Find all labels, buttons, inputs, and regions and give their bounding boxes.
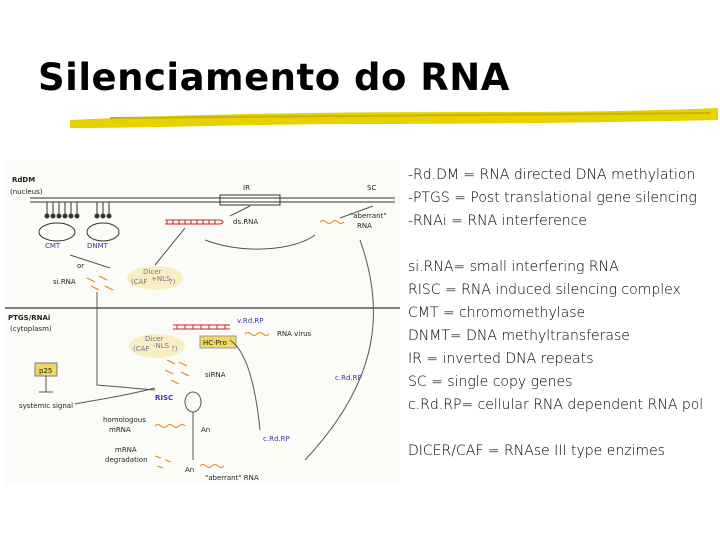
definition-line: CMT = chromomethylase — [408, 302, 718, 325]
crdrp-label-1: c.Rd.RP — [335, 374, 362, 382]
aberrant-rna-bottom: "aberrant" RNA — [205, 474, 259, 482]
definition-line: c.Rd.RP= cellular RNA dependent RNA pol — [408, 394, 718, 417]
dnmt-label: DNMT — [87, 242, 109, 250]
homologous-label-2: mRNA — [109, 426, 131, 434]
sirna-label-1: si.RNA — [53, 278, 76, 286]
arrow-aberrant-loop — [305, 240, 374, 460]
definition-line: RISC = RNA induced silencing complex — [408, 279, 718, 302]
title-underline — [70, 100, 720, 134]
definition-line: DNMT= DNA methyltransferase — [408, 325, 718, 348]
sc-label: SC — [367, 184, 376, 192]
aberrant-label-2: RNA — [357, 222, 372, 230]
homologous-label-1: homologous — [103, 416, 146, 424]
risc-label: RISC — [155, 394, 173, 402]
aberrant-label-1: "aberrant" — [350, 212, 387, 220]
an-label-1: An — [201, 426, 210, 434]
dicer-nucleus-blob — [127, 266, 183, 290]
rna-virus-label: RNA virus — [277, 330, 312, 338]
definition-line: DICER/CAF = RNAse III type enzimes — [408, 440, 718, 463]
sirna-label-2: siRNA — [205, 371, 226, 379]
homologous-mrna — [155, 425, 185, 428]
rna-virus-squiggle — [245, 333, 269, 336]
definition-line: SC = single copy genes — [408, 371, 718, 394]
hcpro-label: HC-Pro — [203, 339, 227, 347]
definition-line: IR = inverted DNA repeats — [408, 348, 718, 371]
cytoplasm-label: (cytoplasm) — [10, 325, 52, 333]
definition-line: -PTGS = Post translational gene silencin… — [408, 187, 718, 210]
sirna-fragments-2 — [165, 360, 189, 384]
arrow-aberrant-to-dsrna — [205, 235, 315, 249]
methylation-marks — [45, 202, 111, 218]
arrow-dsrna-to-dicer — [155, 228, 185, 265]
dicer-cytoplasm-blob — [129, 334, 185, 358]
rna-silencing-diagram: RdDM (nucleus) IR SC CMT DNMT ds.RNA "ab… — [5, 160, 400, 485]
slide-title: Silenciamento do RNA — [38, 56, 510, 99]
cmt-enzyme — [39, 223, 75, 241]
arrow-to-methylation — [70, 255, 110, 268]
virus-dsrna — [173, 325, 230, 329]
definitions-panel: -Rd.DM = RNA directed DNA methylation -P… — [408, 164, 718, 463]
ir-element — [220, 195, 280, 205]
arrow-to-systemic — [75, 388, 155, 404]
mrna-label: mRNA — [115, 446, 137, 454]
dsrna-hairpin — [165, 220, 223, 224]
dnmt-enzyme — [87, 223, 119, 241]
systemic-label: systemic signal — [19, 402, 73, 410]
nucleus-label: (nucleus) — [10, 188, 43, 196]
ir-label: IR — [243, 184, 250, 192]
sirna-fragments-1 — [87, 276, 113, 290]
ptgs-label: PTGS/RNAi — [8, 314, 50, 322]
crdrp-label-2: c.Rd.RP — [263, 435, 290, 443]
definition-line: -RNAi = RNA interference — [408, 210, 718, 233]
definition-line: si.RNA= small interfering RNA — [408, 256, 718, 279]
rddm-label: RdDM — [12, 176, 35, 184]
risc-complex — [185, 392, 201, 412]
aberrant-rna-squiggle — [320, 221, 344, 224]
arrow-crdrp-loop — [230, 340, 260, 430]
p25-label: p25 — [39, 367, 52, 375]
an-label-2: An — [185, 466, 194, 474]
cmt-label: CMT — [45, 242, 61, 250]
arrow-ir-to-dsrna — [230, 206, 250, 216]
definition-line: -Rd.DM = RNA directed DNA methylation — [408, 164, 718, 187]
degradation-label: degradation — [105, 456, 148, 464]
aberrant-bottom-squiggle — [200, 465, 224, 468]
dsrna-label: ds.RNA — [233, 218, 258, 226]
degradation-fragments — [155, 456, 171, 468]
or-label: or — [77, 262, 84, 270]
vrdrp-label: v.Rd.RP — [237, 317, 263, 325]
